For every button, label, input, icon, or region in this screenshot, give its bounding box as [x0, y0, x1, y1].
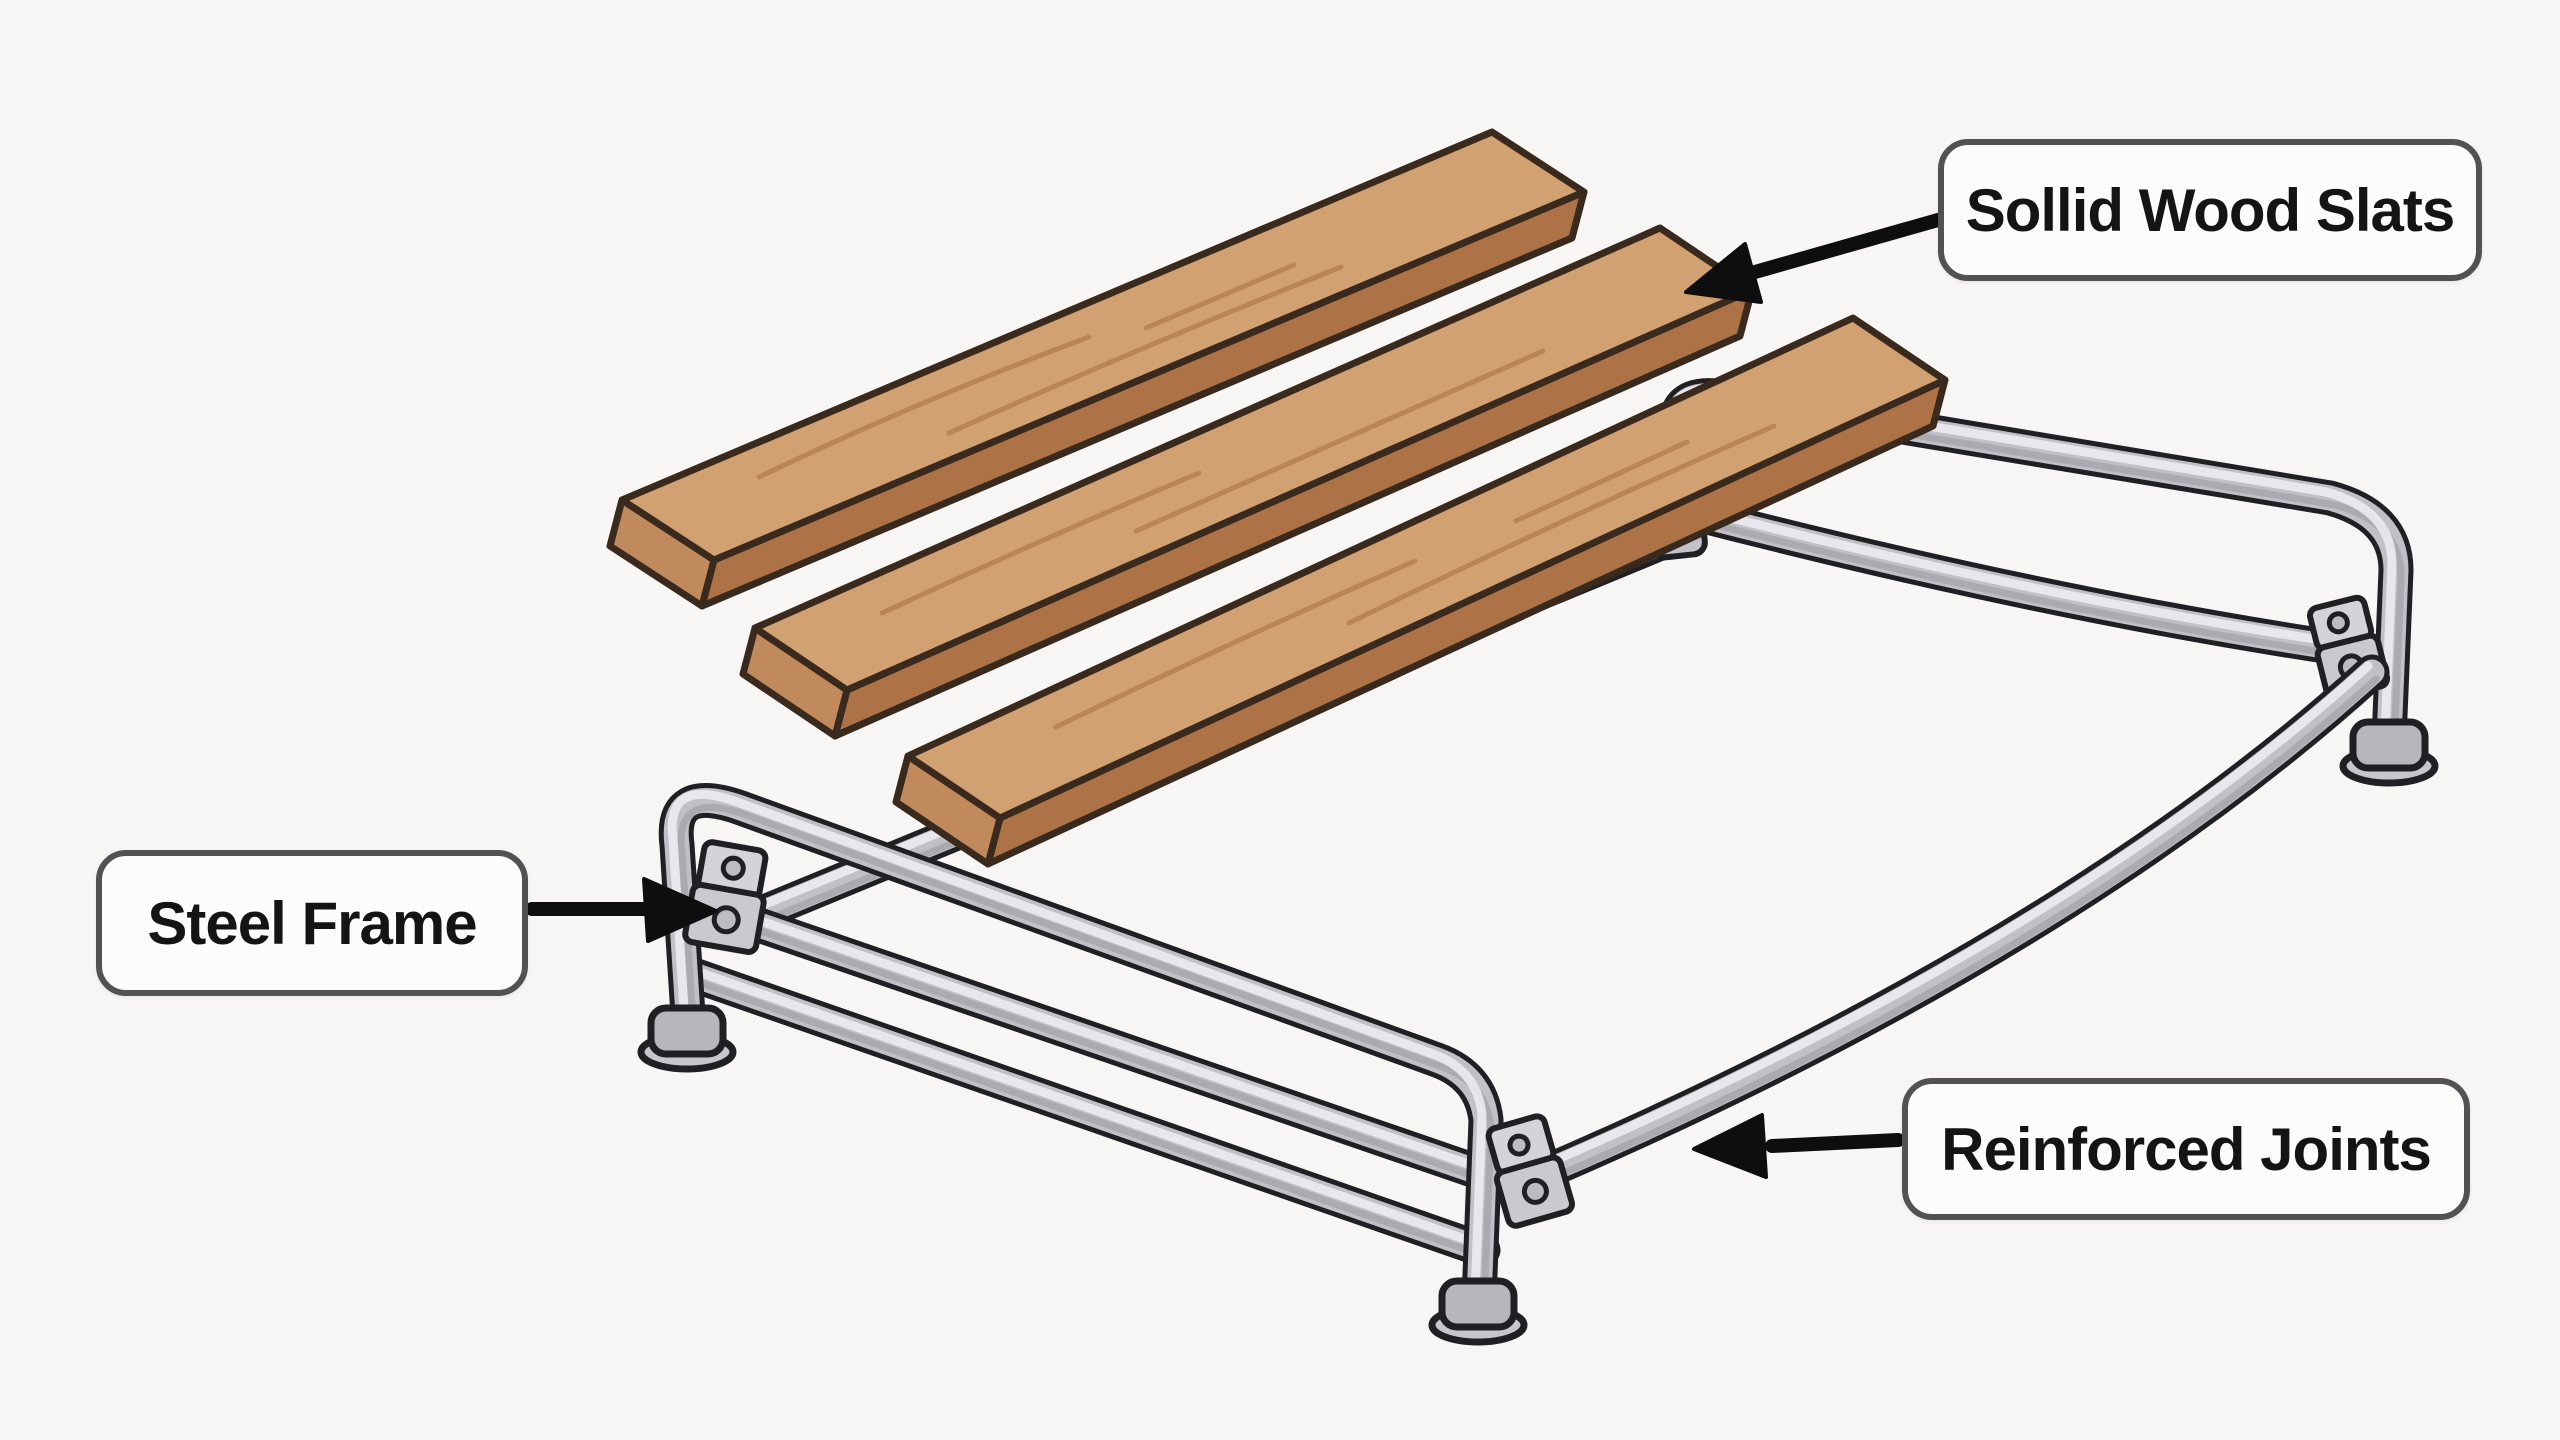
tube-rail-front-right — [1495, 654, 2390, 1204]
label-wood-slats-text: Sollid Wood Slats — [1965, 176, 2456, 244]
label-reinforced-joints: Reinforced Joints — [1902, 1078, 2470, 1220]
reinforced-joints-arrow-icon — [1692, 1113, 1905, 1179]
joint-bracket-west — [682, 839, 769, 955]
label-steel-frame: Steel Frame — [96, 850, 528, 996]
foot-cap-right — [2339, 718, 2439, 787]
callout-arrows — [525, 211, 1952, 1179]
steel-frame-arrow-icon — [525, 877, 718, 943]
wood-slat-2 — [739, 224, 1756, 740]
tube-left-hoop — [658, 782, 1504, 1318]
wood-slats-illustration — [606, 128, 1949, 868]
tube-rail-right-end — [1682, 497, 2356, 666]
label-reinforced-joints-text: Reinforced Joints — [1941, 1115, 2432, 1183]
tube-rail-left-end — [715, 898, 1528, 1201]
label-steel-frame-text: Steel Frame — [147, 889, 477, 957]
foot-cap-front — [1428, 1277, 1528, 1346]
wood-slat-1 — [606, 128, 1588, 610]
label-wood-slats: Sollid Wood Slats — [1938, 139, 2482, 281]
wood-slats-arrow-icon — [1684, 211, 1952, 304]
joint-bracket-south — [1485, 1113, 1575, 1229]
wood-slat-3 — [892, 314, 1949, 868]
tube-stretcher-left — [673, 956, 1501, 1268]
foot-cap-left — [637, 1004, 737, 1073]
